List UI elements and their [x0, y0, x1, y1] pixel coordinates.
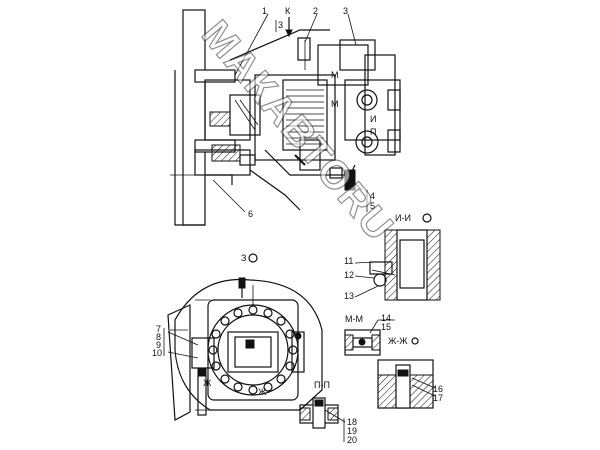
callout-8: 8: [156, 332, 161, 342]
view-label-z: З: [241, 253, 246, 263]
section-p-p: П-П 18 19 20: [299, 380, 357, 445]
callout-13: 13: [344, 291, 354, 301]
mark-zh-right: Ж: [258, 387, 267, 397]
pulley-lower: [355, 130, 379, 154]
callout-2: 2: [313, 6, 318, 16]
callout-11: 11: [344, 256, 353, 266]
callout-17: 17: [433, 393, 443, 403]
section-label-zh-zh: Ж-Ж: [388, 336, 408, 346]
pulley-upper: [356, 89, 378, 111]
callout-4: 4: [370, 191, 375, 201]
callout-19: 19: [347, 426, 357, 436]
view-letter-k: К: [285, 6, 291, 16]
callout-6: 6: [248, 209, 253, 219]
section-label-p-p: П-П: [314, 380, 330, 390]
section-mark-3: 3: [278, 20, 283, 30]
callout-12: 12: [344, 270, 354, 280]
callout-15: 15: [381, 322, 391, 332]
callout-16: 16: [433, 384, 443, 394]
callout-9: 9: [156, 340, 161, 350]
callout-18: 18: [347, 417, 357, 427]
callout-5: 5: [370, 201, 375, 211]
section-label-m-m: М-М: [345, 314, 363, 324]
callout-7: 7: [156, 324, 161, 334]
callout-20: 20: [347, 435, 357, 445]
mark-i: И: [370, 114, 376, 124]
mark-zh-left: Ж: [203, 378, 212, 388]
rolling-elements: [208, 305, 298, 395]
callout-14: 14: [381, 313, 391, 323]
mark-m-upper: М: [331, 70, 339, 80]
callout-3: 3: [343, 6, 348, 16]
callout-10: 10: [152, 348, 162, 358]
spring-stack: [286, 89, 324, 145]
section-label-i-i: И-И: [395, 213, 411, 223]
housing-outline: [174, 278, 323, 411]
bearing-block: [254, 74, 336, 161]
section-m-m: М-М 14 15: [344, 313, 395, 356]
mark-p: П: [370, 127, 376, 137]
callout-1: 1: [262, 6, 267, 16]
section-i-i: И-И 11 12 13: [344, 213, 441, 301]
mark-m-lower: М: [331, 99, 339, 109]
main-view: К 3 М М П И 1 2 3 4 5 6: [170, 6, 401, 226]
view-z: З: [152, 253, 323, 421]
section-zh-zh: Ж-Ж 16 17: [377, 336, 443, 409]
